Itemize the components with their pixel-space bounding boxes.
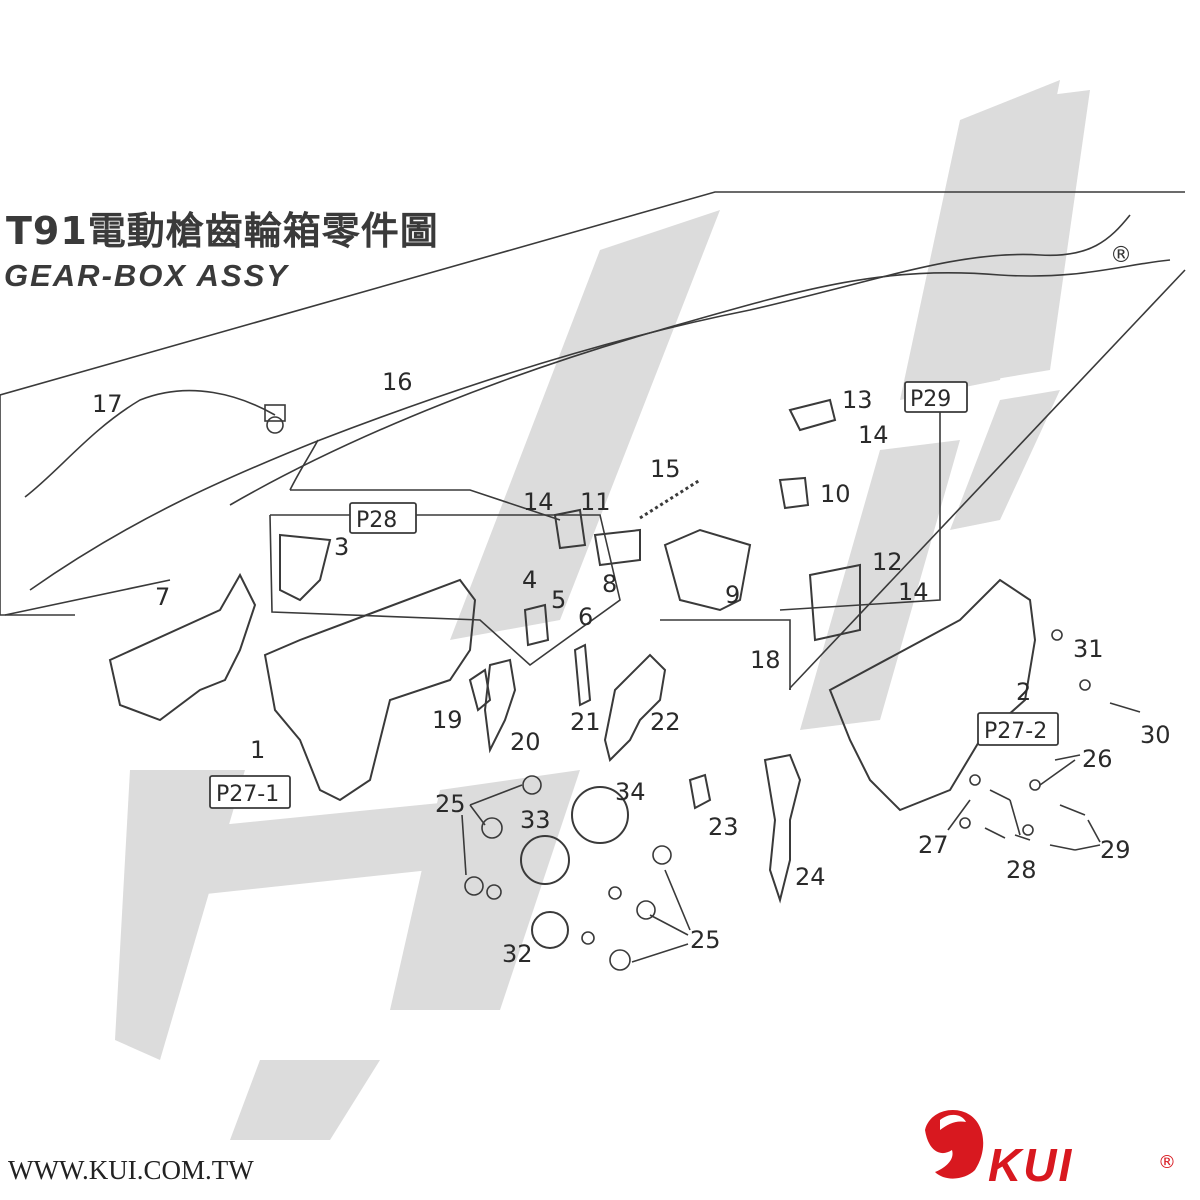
- lion-logo-icon: [925, 1110, 984, 1179]
- part-label: 34: [615, 778, 646, 806]
- part-label: 4: [522, 566, 537, 594]
- part-label: 32: [502, 940, 533, 968]
- assembly-outline: [0, 191, 1186, 971]
- reference-boxes: P28 P29 P27-1 P27-2: [209, 381, 1059, 809]
- brand-logo-text: KUI: [988, 1139, 1074, 1191]
- part-label: 14: [523, 488, 554, 516]
- part-label: 33: [520, 806, 551, 834]
- part-label: 24: [795, 863, 826, 891]
- ref-box-label: P28: [356, 508, 397, 533]
- part-label: 25: [435, 790, 466, 818]
- registered-mark: ®: [1110, 243, 1132, 268]
- part-label: 22: [650, 708, 681, 736]
- part-label: 14: [858, 421, 889, 449]
- title-chinese: T91電動槍齒輪箱零件圖: [6, 209, 439, 253]
- ref-box-label: P29: [910, 387, 951, 412]
- part-label: 3: [334, 533, 349, 561]
- part-label: 25: [690, 926, 721, 954]
- part-label: 7: [155, 583, 170, 611]
- part-label: 6: [578, 603, 593, 631]
- part-label: 15: [650, 455, 681, 483]
- part-label: 17: [92, 390, 123, 418]
- part-labels: 17 16 13 14 15 14 11 10 3 4 5 6 8 9 12 1…: [92, 368, 1171, 968]
- part-label: 29: [1100, 836, 1131, 864]
- part-label: 26: [1082, 745, 1113, 773]
- part-label: 14: [898, 578, 929, 606]
- part-label: 18: [750, 646, 781, 674]
- part-label: 1: [250, 736, 265, 764]
- part-label: 11: [580, 488, 611, 516]
- website-url: WWW.KUI.COM.TW: [8, 1155, 254, 1185]
- brand-registered-mark: ®: [1158, 1152, 1176, 1173]
- part-label: 13: [842, 386, 873, 414]
- part-label: 16: [382, 368, 413, 396]
- part-label: 27: [918, 831, 949, 859]
- ref-box-label: P27-1: [216, 782, 279, 807]
- part-label: 31: [1073, 635, 1104, 663]
- title-english: GEAR-BOX ASSY: [4, 258, 289, 293]
- part-label: 8: [602, 570, 617, 598]
- part-label: 20: [510, 728, 541, 756]
- part-label: 23: [708, 813, 739, 841]
- part-label: 9: [725, 581, 740, 609]
- part-label: 2: [1016, 678, 1031, 706]
- part-label: 5: [551, 586, 566, 614]
- ref-box-label: P27-2: [984, 719, 1047, 744]
- part-label: 30: [1140, 721, 1171, 749]
- part-label: 10: [820, 480, 851, 508]
- part-label: 28: [1006, 856, 1037, 884]
- part-label: 21: [570, 708, 601, 736]
- part-label: 19: [432, 706, 463, 734]
- part-label: 12: [872, 548, 903, 576]
